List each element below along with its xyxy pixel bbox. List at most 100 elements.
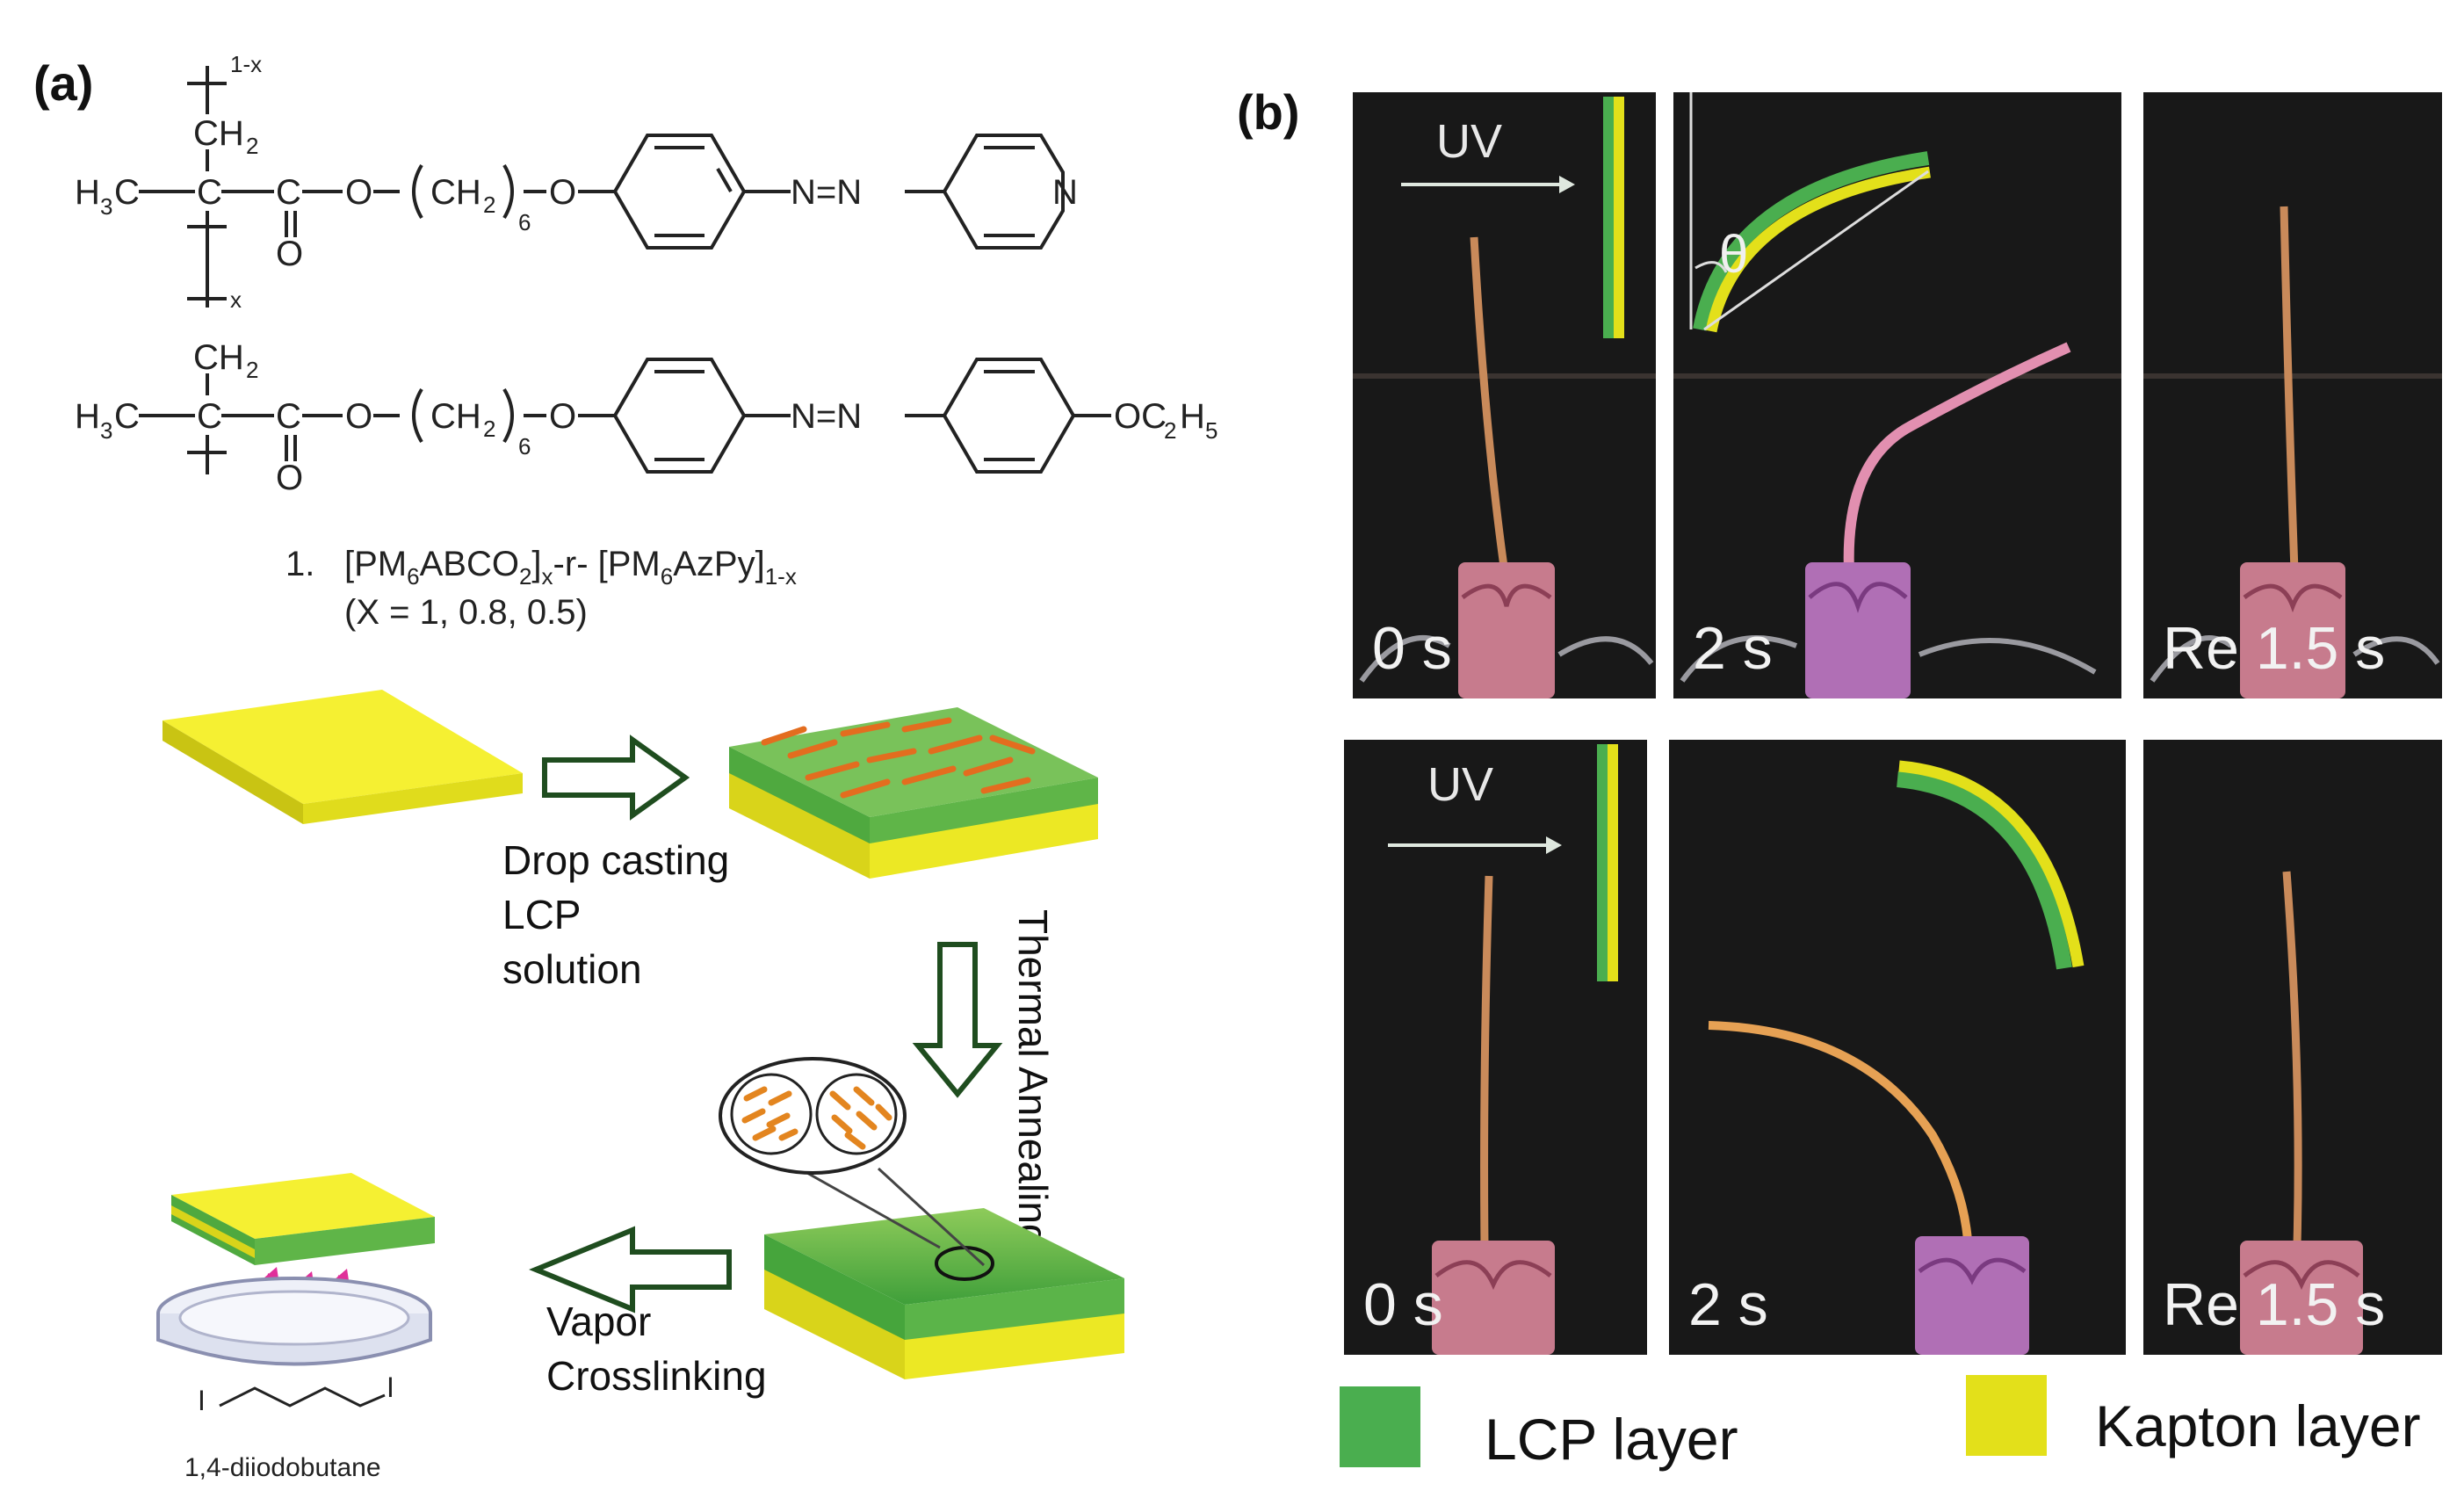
h3c-bottom-3: 3 — [100, 417, 112, 444]
time-row2-col3: Re 1.5 s — [2163, 1271, 2386, 1338]
photo-row1-recovery: Re 1.5 s — [2143, 92, 2442, 698]
time-row1-col2: 2 s — [1693, 615, 1773, 682]
photo-row2-recovery: Re 1.5 s — [2143, 740, 2442, 1355]
uv-arrow-icon-2 — [1388, 836, 1562, 854]
diiodobutane-structure: I I 1,4-diiodobutane — [184, 1371, 394, 1482]
photo-row2-0s-scene — [1432, 875, 1555, 1355]
theta-label: θ — [1719, 225, 1748, 284]
time-row1-col3: Re 1.5 s — [2163, 615, 2386, 682]
azo-top: N=N — [791, 173, 862, 212]
legend-swatch-lcp — [1340, 1386, 1420, 1467]
compound-number: 1. — [285, 545, 314, 583]
ch2-bottom: CH — [193, 338, 244, 377]
compound-formula: [PM6ABCO2]x-r- [PM6AzPy]1-x — [344, 545, 797, 590]
formula-part3: ] — [531, 545, 541, 583]
h3c-top-c: C — [114, 173, 140, 212]
annealed-plate — [764, 1208, 1124, 1379]
pyridine-n: N — [1052, 173, 1078, 212]
photo-row1-0s-scene — [1353, 236, 1656, 698]
h3c-top-h: H — [75, 173, 100, 212]
formula-sub3: x — [542, 563, 553, 590]
photo-row1-recovery-scene — [2143, 206, 2442, 698]
legend-label-lcp: LCP layer — [1485, 1407, 1738, 1472]
azo-bottom: N=N — [791, 397, 862, 436]
chemical-structure: 1-x CH 2 H 3 C C C O O CH 2 6 O N=N — [75, 51, 1218, 632]
formula-mid: -r- — [553, 545, 598, 583]
chain-2-top: 2 — [483, 192, 495, 218]
uv-label-row2: UV — [1427, 758, 1494, 811]
ethoxy-2: 2 — [1164, 417, 1176, 444]
photo-row1-2s: θ 2 s — [1673, 92, 2121, 698]
photo-row1-2s-scene: θ — [1673, 92, 2121, 698]
x-values: (X = 1, 0.8, 0.5) — [344, 593, 588, 632]
carbonyl-o-top: O — [276, 235, 303, 273]
bilayer-strip-kapton-2 — [1608, 744, 1618, 981]
formula-part4: [PM — [598, 545, 661, 583]
formula-sub4: 6 — [661, 563, 673, 590]
ethoxy-oc: OC — [1114, 397, 1167, 436]
kapton-plate — [163, 690, 523, 824]
c-carbonyl-bottom: C — [276, 397, 301, 436]
drop-casting-line3: solution — [502, 946, 642, 992]
photo-row1-0s: UV 0 s — [1353, 92, 1656, 698]
ch2-top: CH — [193, 114, 244, 153]
crosslinker-label: 1,4-diiodobutane — [184, 1453, 381, 1482]
bilayer-strip-kapton — [1614, 97, 1624, 338]
arrow-down-icon — [912, 942, 1003, 1098]
photo-row2-2s-scene — [1708, 760, 2085, 1355]
bilayer-strip-lcp-2 — [1597, 744, 1608, 981]
iodine-left: I — [198, 1385, 206, 1416]
ether-o-bottom: O — [549, 397, 576, 436]
formula-sub1: 6 — [407, 563, 419, 590]
sub-x: x — [230, 286, 242, 313]
h3c-bottom-c: C — [114, 397, 140, 436]
coated-plate — [729, 707, 1098, 879]
ester-o-bottom: O — [345, 397, 372, 436]
c-carbonyl-top: C — [276, 173, 301, 212]
formula-sub5: 1-x — [765, 563, 797, 590]
photo-row2-0s: UV 0 s — [1344, 740, 1647, 1355]
chain-2-bottom: 2 — [483, 416, 495, 442]
photo-row2-2s: 2 s — [1669, 740, 2126, 1355]
legend-swatch-kapton — [1966, 1375, 2047, 1456]
thermal-annealing-label: Thermal Annealing — [1010, 909, 1056, 1247]
sub-1mx-top: 1-x — [230, 51, 262, 77]
time-row2-col2: 2 s — [1688, 1271, 1768, 1338]
bilayer-strip-lcp — [1603, 97, 1614, 338]
ether-o-top: O — [549, 173, 576, 212]
formula-sub2: 2 — [519, 563, 531, 590]
ethoxy-5: 5 — [1205, 417, 1218, 444]
process-schematic: Drop casting LCP solution Thermal Anneal… — [156, 690, 1124, 1482]
drop-casting-line1: Drop casting — [502, 837, 729, 883]
ch2-top-sub: 2 — [246, 133, 258, 159]
zoom-bubble — [719, 1057, 986, 1267]
formula-part1: [PM — [344, 545, 407, 583]
compound-label: 1. [PM6ABCO2]x-r- [PM6AzPy]1-x (X = 1, 0… — [285, 545, 797, 632]
arrow-right-icon — [542, 735, 690, 821]
chain-ch-bottom: CH — [430, 397, 481, 436]
photo-row2-recovery-scene — [2240, 871, 2363, 1355]
petri-dish — [156, 1277, 432, 1366]
time-row2-col1: 0 s — [1363, 1271, 1443, 1338]
lower-repeat-unit: CH 2 H 3 C C C O O CH 2 6 O N=N OC 2 — [75, 338, 1218, 497]
upper-repeat-unit: 1-x CH 2 H 3 C C C O O CH 2 6 O N=N — [75, 51, 1078, 313]
drop-casting-line2: LCP — [502, 892, 581, 937]
c-quat-top: C — [197, 173, 222, 212]
chain-6-bottom: 6 — [518, 433, 531, 460]
ester-o-top: O — [345, 173, 372, 212]
iodine-right: I — [387, 1371, 394, 1403]
panel-b-label: (b) — [1237, 84, 1300, 140]
ethoxy-h: H — [1180, 397, 1205, 436]
arrow-left-icon — [529, 1226, 732, 1313]
time-row1-col1: 0 s — [1372, 615, 1452, 682]
crosslinked-film — [171, 1173, 435, 1265]
legend-label-kapton: Kapton layer — [2095, 1393, 2421, 1458]
h3c-bottom-h: H — [75, 397, 100, 436]
uv-label-row1: UV — [1436, 115, 1503, 168]
chain-6-top: 6 — [518, 209, 531, 235]
formula-part2: ABCO — [420, 545, 519, 583]
chain-ch-top: CH — [430, 173, 481, 212]
vapor-line1: Vapor — [546, 1299, 651, 1344]
formula-part5: AzPy] — [673, 545, 764, 583]
vapor-line2: Crosslinking — [546, 1353, 767, 1399]
